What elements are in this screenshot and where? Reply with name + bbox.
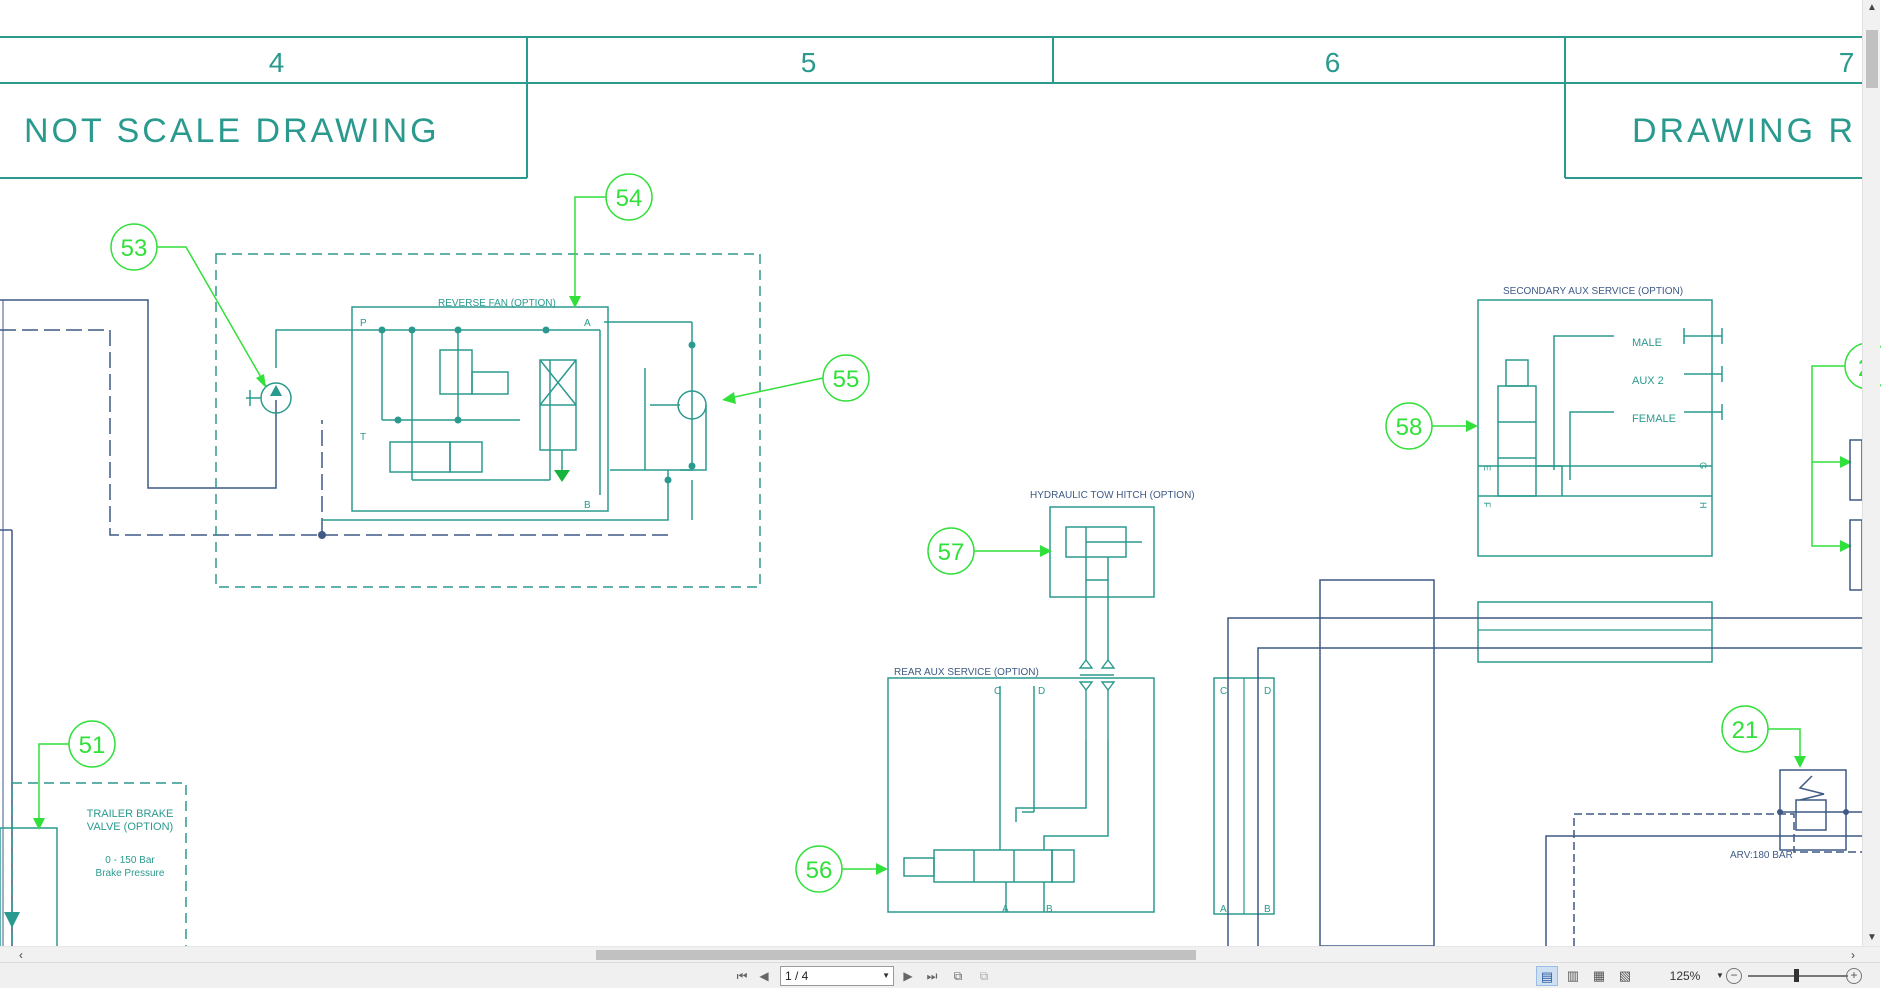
junction-dot xyxy=(318,531,326,539)
balloon-54-label: 54 xyxy=(616,185,643,212)
facing-continuous-view-icon[interactable]: ▧ xyxy=(1618,968,1632,983)
reverse-fan-circuit xyxy=(275,321,707,521)
reverse-fan-block xyxy=(351,306,609,512)
port-t-label: T xyxy=(360,432,366,443)
rear-aux-block xyxy=(887,677,1155,913)
document-viewport[interactable]: 4 5 6 7 NOT SCALE DRAWING DRAWING R REVE… xyxy=(0,0,1881,959)
balloon-56 xyxy=(795,845,880,893)
rear-aux-label: REAR AUX SERVICE (OPTION) xyxy=(894,667,1039,678)
male-label: MALE xyxy=(1632,337,1662,349)
viewer-toolbar: ⏮ ◀ 1 / 4 ▼ ▶ ⏭ ⧉ ⧉ ▤ ▥ ▦ ▧ 125% ▼ − + xyxy=(0,962,1880,988)
port-b-label: B xyxy=(584,500,591,511)
zoom-slider-thumb[interactable] xyxy=(1794,969,1799,982)
secondary-aux-circuit xyxy=(1478,328,1723,497)
grid-col-7: 7 xyxy=(1839,47,1858,78)
middle-lines xyxy=(1227,579,1862,947)
mid-port-d: D xyxy=(1264,686,1271,697)
balloon-58-label: 58 xyxy=(1396,414,1423,441)
port-h-sec: H xyxy=(1698,502,1708,509)
female-label: FEMALE xyxy=(1632,413,1676,425)
schematic-drawing: 4 5 6 7 NOT SCALE DRAWING DRAWING R REVE… xyxy=(0,36,1881,959)
mid-port-a: A xyxy=(1220,904,1227,915)
port-p-label: P xyxy=(360,318,367,329)
port-f-sec: F xyxy=(1482,502,1492,508)
continuous-view-icon[interactable]: ▥ xyxy=(1566,968,1580,983)
zoom-dropdown-icon[interactable]: ▼ xyxy=(1716,971,1724,980)
balloon-53 xyxy=(110,223,267,387)
secondary-aux-label: SECONDARY AUX SERVICE (OPTION) xyxy=(1503,286,1683,297)
page-number-field[interactable]: 1 / 4 ▼ xyxy=(780,966,894,986)
port-e-sec: E xyxy=(1482,465,1492,471)
vertical-scroll-thumb[interactable] xyxy=(1866,30,1878,88)
chevron-down-icon[interactable]: ▼ xyxy=(882,971,890,980)
grid-col-6: 6 xyxy=(1325,47,1344,78)
mid-port-b: B xyxy=(1264,904,1271,915)
port-a-label: A xyxy=(584,318,591,329)
fit-page-icon[interactable]: ⧉ xyxy=(953,969,963,983)
rear-aux-circuit xyxy=(903,686,1109,912)
rear-port-c: C xyxy=(994,686,1001,697)
rear-port-d: D xyxy=(1038,686,1045,697)
zoom-level[interactable]: 125% xyxy=(1669,969,1701,983)
vertical-scrollbar[interactable]: ▲ ▼ xyxy=(1862,0,1880,946)
balloon-53-label: 53 xyxy=(121,235,148,262)
next-page-icon[interactable]: ▶ xyxy=(903,969,913,983)
page-indicator: 1 / 4 xyxy=(785,969,809,983)
brake-pressure-label-2: Brake Pressure xyxy=(96,868,165,879)
grid-col-4: 4 xyxy=(269,47,288,78)
zoom-in-icon[interactable]: + xyxy=(1846,968,1862,984)
grid-col-5: 5 xyxy=(801,47,820,78)
relief-valve xyxy=(1779,769,1862,851)
reverse-fan-enclosure xyxy=(215,253,761,588)
balloon-54 xyxy=(574,173,653,300)
fit-width-icon[interactable]: ⧉ xyxy=(979,969,989,983)
horizontal-scroll-thumb[interactable] xyxy=(596,950,1196,960)
note-left: NOT SCALE DRAWING xyxy=(24,112,440,150)
tow-cylinder xyxy=(1065,526,1142,660)
trailer-brake-enclosure xyxy=(11,782,187,954)
mid-port-c: C xyxy=(1220,686,1227,697)
balloon-21-label: 21 xyxy=(1732,717,1759,744)
scroll-right-icon[interactable]: › xyxy=(1851,948,1855,962)
facing-view-icon[interactable]: ▦ xyxy=(1592,968,1606,983)
balloon-51-label: 51 xyxy=(79,732,106,759)
balloon-55 xyxy=(729,354,870,402)
prev-page-icon[interactable]: ◀ xyxy=(759,969,769,983)
reverse-fan-nodes xyxy=(378,326,696,484)
trailer-brake-block xyxy=(0,827,58,959)
note-right: DRAWING R xyxy=(1632,112,1856,150)
aux2-label: AUX 2 xyxy=(1632,375,1664,387)
arv-label: ARV:180 BAR xyxy=(1730,850,1793,861)
scroll-down-icon[interactable]: ▼ xyxy=(1867,932,1877,943)
trailer-brake-label-1: TRAILER BRAKE xyxy=(87,808,174,820)
single-page-view-icon[interactable]: ▤ xyxy=(1536,966,1558,986)
secondary-aux-manifold xyxy=(1477,601,1713,663)
first-page-icon[interactable]: ⏮ xyxy=(736,969,748,983)
horizontal-scrollbar[interactable]: ‹ › xyxy=(0,946,1880,962)
balloon-55-label: 55 xyxy=(833,366,860,393)
hydraulic-tow-label: HYDRAULIC TOW HITCH (OPTION) xyxy=(1030,490,1195,501)
balloon-51 xyxy=(38,720,116,822)
balloon-58 xyxy=(1385,402,1470,450)
valve-arrow xyxy=(554,470,570,482)
last-page-icon[interactable]: ⏭ xyxy=(926,969,938,983)
quick-couplers xyxy=(1078,658,1116,740)
brake-pressure-label-1: 0 - 150 Bar xyxy=(105,855,155,866)
grid-header xyxy=(0,36,1862,179)
rear-port-b: B xyxy=(1046,904,1053,915)
balloon-21 xyxy=(1721,705,1801,760)
zoom-out-icon[interactable]: − xyxy=(1726,968,1742,984)
secondary-aux-block xyxy=(1477,299,1713,557)
scroll-up-icon[interactable]: ▲ xyxy=(1867,2,1877,13)
reverse-fan-label: REVERSE FAN (OPTION) xyxy=(438,298,556,309)
balloon-57 xyxy=(927,527,1044,575)
trailer-brake-label-2: VALVE (OPTION) xyxy=(87,821,173,833)
balloon-56-label: 56 xyxy=(806,857,833,884)
scroll-left-icon[interactable]: ‹ xyxy=(19,948,23,962)
balloon-57-label: 57 xyxy=(938,539,965,566)
pump-symbol xyxy=(246,382,292,414)
port-g-sec: G xyxy=(1698,462,1708,469)
